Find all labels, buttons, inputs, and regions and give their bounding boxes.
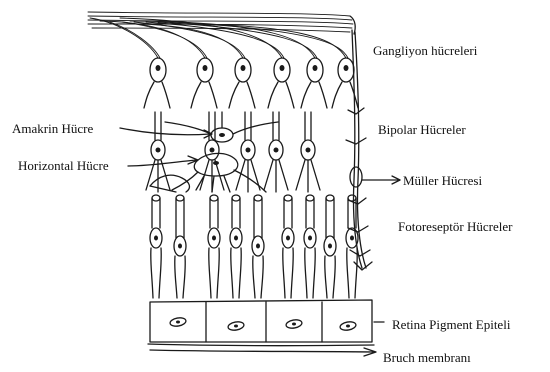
photoreceptor-axon — [254, 198, 262, 238]
horizontal-cell-label: Horizontal Hücre — [18, 158, 109, 173]
photoreceptor-cell — [282, 195, 294, 298]
photoreceptor-terminal — [284, 195, 292, 201]
ganglion-axon — [122, 22, 207, 58]
ganglion-axon — [100, 21, 205, 58]
ganglion-nucleus — [313, 65, 318, 71]
ganglion-cell — [301, 58, 327, 108]
muller-cell — [346, 30, 372, 270]
photoreceptor-cell — [174, 195, 186, 298]
ganglion-cell — [191, 58, 217, 108]
photoreceptor-terminal — [210, 195, 218, 201]
ganglion-dendrite — [268, 82, 294, 108]
bruch-membrane-label: Bruch membranı — [383, 350, 471, 365]
photoreceptor-row — [150, 195, 358, 298]
amacrine-cell-label: Amakrin Hücre — [12, 121, 93, 136]
ganglion-nucleus — [241, 65, 246, 71]
bipolar-axon — [305, 112, 311, 140]
ganglion-dendrite — [301, 82, 327, 108]
photoreceptor-axon — [176, 198, 184, 238]
photoreceptor-nucleus — [308, 236, 312, 241]
rpe-nucleus-dot — [346, 325, 350, 328]
photoreceptor-outer-segment — [253, 256, 264, 298]
bipolar-axon — [155, 112, 161, 140]
bipolar-nucleus — [156, 148, 161, 153]
photoreceptor-outer-segment — [151, 248, 162, 298]
ganglion-nucleus — [280, 65, 285, 71]
bipolar-cells-label: Bipolar Hücreler — [378, 122, 466, 137]
ganglion-nucleus — [203, 65, 208, 71]
bipolar-nucleus — [306, 148, 311, 153]
photoreceptor-axon — [284, 198, 292, 228]
photoreceptor-nucleus — [212, 236, 216, 241]
ganglion-nucleus — [344, 65, 349, 71]
ganglion-cell — [268, 58, 294, 108]
ganglion-cells-label: Gangliyon hücreleri — [373, 43, 477, 58]
bruch-membrane — [148, 344, 376, 356]
photoreceptor-terminal — [326, 195, 334, 201]
photoreceptor-nucleus — [328, 244, 332, 249]
bipolar-cell — [236, 112, 260, 192]
ganglion-cell — [144, 58, 170, 108]
bipolar-nucleus — [274, 148, 279, 153]
photoreceptor-axon — [210, 198, 218, 228]
photoreceptor-terminal — [152, 195, 160, 201]
photoreceptor-terminal — [254, 195, 262, 201]
photoreceptor-outer-segment — [347, 248, 358, 298]
photoreceptor-axon — [326, 198, 334, 238]
ganglion-dendrite — [191, 82, 217, 108]
bipolar-dendrite — [236, 160, 260, 192]
bipolar-axon — [209, 112, 215, 140]
ganglion-cell-row — [144, 58, 358, 108]
photoreceptor-nucleus — [154, 236, 158, 241]
photoreceptor-cells-label: Fotoreseptör Hücreler — [398, 219, 512, 234]
photoreceptor-axon — [232, 198, 240, 228]
photoreceptor-nucleus — [256, 244, 260, 249]
photoreceptor-cell — [230, 195, 242, 298]
photoreceptor-axon — [306, 198, 314, 228]
photoreceptor-outer-segment — [325, 256, 336, 298]
bipolar-dendrite — [296, 160, 320, 192]
bipolar-cell-row — [146, 112, 320, 192]
rpe-nucleus-dot — [292, 323, 296, 326]
photoreceptor-outer-segment — [305, 248, 316, 298]
photoreceptor-nucleus — [286, 236, 290, 241]
photoreceptor-cell — [324, 195, 336, 298]
rpe-nucleus-dot — [176, 321, 180, 324]
amacrine-cell — [165, 112, 278, 142]
photoreceptor-cell — [304, 195, 316, 298]
bipolar-cell — [146, 112, 170, 192]
photoreceptor-nucleus — [178, 244, 182, 249]
photoreceptor-nucleus — [350, 236, 354, 241]
photoreceptor-axon — [152, 198, 160, 228]
photoreceptor-terminal — [306, 195, 314, 201]
photoreceptor-terminal — [232, 195, 240, 201]
bipolar-axon — [273, 112, 279, 140]
ganglion-nucleus — [156, 65, 161, 71]
bipolar-cell — [296, 112, 320, 192]
ganglion-dendrite — [229, 82, 255, 108]
rpe-nucleus-dot — [234, 325, 238, 328]
photoreceptor-terminal — [176, 195, 184, 201]
photoreceptor-cell — [252, 195, 264, 298]
bipolar-nucleus — [210, 148, 215, 153]
bipolar-cell — [200, 112, 224, 192]
ganglion-cell — [229, 58, 255, 108]
ganglion-dendrite — [144, 82, 170, 108]
bipolar-axon — [245, 112, 251, 140]
photoreceptor-outer-segment — [175, 256, 186, 298]
photoreceptor-cell — [150, 195, 162, 298]
photoreceptor-outer-segment — [283, 248, 294, 298]
rpe-label: Retina Pigment Epiteli — [392, 317, 510, 332]
bipolar-dendrite — [264, 160, 288, 192]
photoreceptor-nucleus — [234, 236, 238, 241]
retinal-pigment-epithelium — [150, 300, 372, 342]
ganglion-axons — [90, 18, 348, 58]
photoreceptor-outer-segment — [231, 248, 242, 298]
bipolar-nucleus — [246, 148, 251, 153]
photoreceptor-outer-segment — [209, 248, 220, 298]
muller-cell-label: Müller Hücresi — [403, 173, 482, 188]
photoreceptor-cell — [208, 195, 220, 298]
